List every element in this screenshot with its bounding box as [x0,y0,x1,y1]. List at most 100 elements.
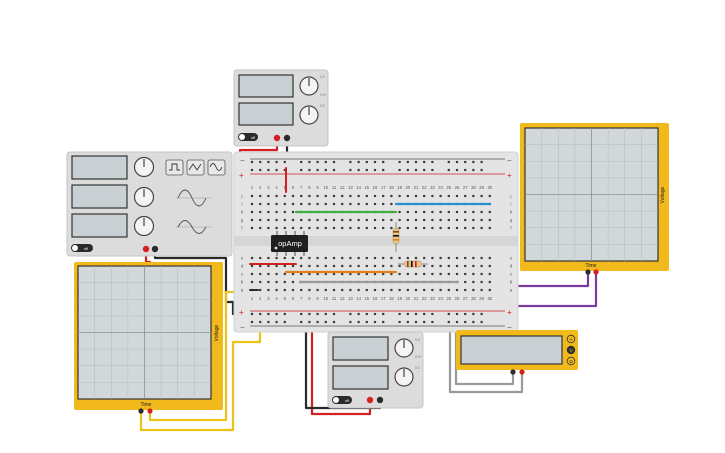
breadboard-hole[interactable] [464,272,467,276]
breadboard-hole[interactable] [398,264,401,268]
multimeter[interactable]: A V Ω [456,330,578,375]
breadboard-hole[interactable] [332,288,336,292]
breadboard-hole[interactable] [259,218,262,222]
breadboard-hole[interactable] [431,312,434,316]
breadboard-hole[interactable] [324,312,327,316]
positive-terminal[interactable] [366,396,374,404]
breadboard-hole[interactable] [414,226,418,230]
breadboard-hole[interactable] [464,218,467,222]
breadboard-hole[interactable] [308,256,311,260]
breadboard-hole[interactable] [349,218,352,222]
breadboard-hole[interactable] [464,280,467,284]
breadboard-hole[interactable] [349,194,352,198]
breadboard-hole[interactable] [349,168,352,172]
breadboard-hole[interactable] [300,160,303,164]
breadboard-hole[interactable] [373,264,377,268]
breadboard-hole[interactable] [324,194,327,198]
breadboard-hole[interactable] [250,256,254,260]
breadboard-hole[interactable] [357,226,360,230]
breadboard-hole[interactable] [382,264,385,268]
breadboard-hole[interactable] [373,160,377,164]
breadboard-hole[interactable] [250,210,254,214]
breadboard-hole[interactable] [316,226,319,230]
breadboard-hole[interactable] [455,210,459,214]
breadboard-hole[interactable] [275,312,278,316]
mode-button-amps[interactable] [566,334,576,344]
breadboard-hole[interactable] [480,264,483,268]
breadboard-hole[interactable] [283,168,286,172]
breadboard-hole[interactable] [300,272,303,276]
breadboard-hole[interactable] [373,288,377,292]
breadboard-hole[interactable] [406,226,409,230]
breadboard-hole[interactable] [373,272,377,276]
breadboard-hole[interactable] [267,264,270,268]
breadboard-hole[interactable] [316,160,319,164]
breadboard-hole[interactable] [414,160,418,164]
breadboard-hole[interactable] [250,264,254,268]
breadboard-hole[interactable] [464,210,467,214]
breadboard-hole[interactable] [488,226,491,230]
breadboard-hole[interactable] [390,288,393,292]
breadboard-hole[interactable] [488,194,491,198]
breadboard-hole[interactable] [341,272,344,276]
breadboard-hole[interactable] [382,194,385,198]
breadboard-hole[interactable] [308,226,311,230]
breadboard-hole[interactable] [464,320,467,324]
breadboard-hole[interactable] [423,320,426,324]
breadboard-hole[interactable] [250,160,254,164]
breadboard-hole[interactable] [414,320,418,324]
breadboard-hole[interactable] [259,256,262,260]
breadboard-hole[interactable] [341,288,344,292]
breadboard-hole[interactable] [291,194,295,198]
breadboard-hole[interactable] [332,218,336,222]
breadboard-hole[interactable] [275,168,278,172]
breadboard-hole[interactable] [283,202,286,206]
breadboard-hole[interactable] [398,194,401,198]
breadboard-hole[interactable] [414,272,418,276]
breadboard-hole[interactable] [275,264,278,268]
breadboard-hole[interactable] [308,272,311,276]
breadboard-hole[interactable] [275,256,278,260]
breadboard-hole[interactable] [267,256,270,260]
breadboard-hole[interactable] [283,160,286,164]
breadboard-hole[interactable] [480,210,483,214]
breadboard-hole[interactable] [439,264,442,268]
breadboard-hole[interactable] [406,194,409,198]
breadboard-hole[interactable] [447,288,450,292]
breadboard-hole[interactable] [365,312,368,316]
breadboard-hole[interactable] [291,280,295,284]
breadboard-hole[interactable] [324,202,327,206]
power-supply-top[interactable]: 0.0 0.0+ 0.0 off [233,69,329,147]
breadboard-hole[interactable] [398,168,401,172]
breadboard-hole[interactable] [349,226,352,230]
breadboard-hole[interactable] [267,272,270,276]
breadboard-hole[interactable] [259,194,262,198]
breadboard-hole[interactable] [447,264,450,268]
breadboard-hole[interactable] [357,264,360,268]
breadboard-hole[interactable] [300,264,303,268]
breadboard-hole[interactable] [324,168,327,172]
breadboard-hole[interactable] [390,218,393,222]
oscilloscope-left[interactable]: Time Voltage [74,262,223,414]
breadboard-hole[interactable] [291,226,295,230]
breadboard-hole[interactable] [291,218,295,222]
breadboard-hole[interactable] [275,288,278,292]
breadboard-hole[interactable] [398,218,401,222]
probe-negative[interactable] [585,269,591,275]
breadboard-hole[interactable] [382,226,385,230]
breadboard-hole[interactable] [480,320,483,324]
breadboard-hole[interactable] [488,288,491,292]
breadboard-hole[interactable] [472,226,475,230]
breadboard-hole[interactable] [365,218,368,222]
breadboard-hole[interactable] [414,256,418,260]
breadboard-hole[interactable] [373,218,377,222]
breadboard-hole[interactable] [382,256,385,260]
breadboard-hole[interactable] [455,312,459,316]
breadboard-hole[interactable] [349,264,352,268]
mode-button-ohms[interactable] [566,356,576,366]
probe-positive[interactable] [147,408,153,414]
breadboard-hole[interactable] [291,256,295,260]
breadboard-hole[interactable] [431,288,434,292]
breadboard-hole[interactable] [431,272,434,276]
breadboard-hole[interactable] [423,210,426,214]
